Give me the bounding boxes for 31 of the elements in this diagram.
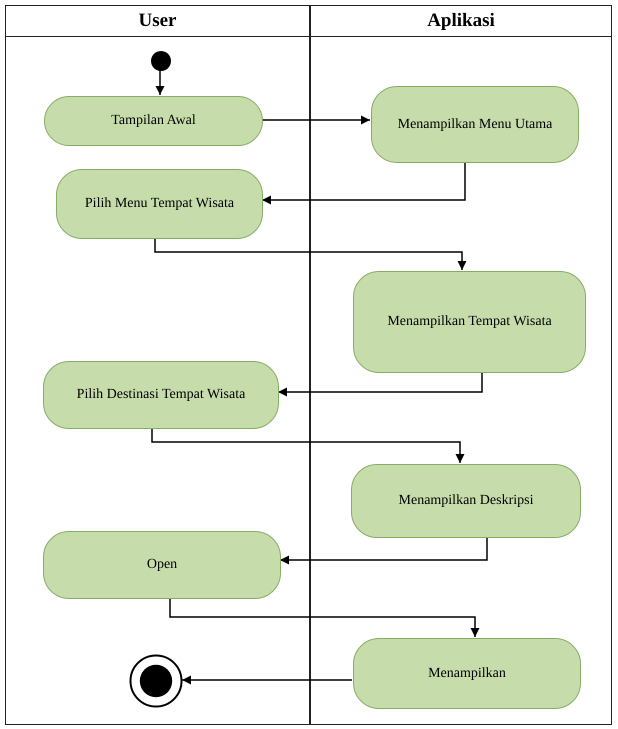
action-node	[371, 86, 579, 163]
action-label: Open	[146, 556, 178, 574]
control-flow-arrow	[182, 676, 352, 684]
action-label: Menampilkan Tempat Wisata	[387, 313, 552, 331]
control-flow-arrow	[280, 537, 488, 564]
action-node	[353, 638, 581, 709]
action-node	[351, 464, 581, 538]
lane-header: Aplikasi	[426, 9, 496, 33]
control-flow-arrow	[154, 238, 466, 270]
action-label: Menampilkan	[428, 664, 506, 682]
control-flow-arrow	[151, 428, 464, 463]
action-node	[43, 361, 279, 429]
swimlane	[310, 5, 612, 725]
action-node	[43, 531, 281, 599]
control-flow-arrow	[278, 372, 483, 396]
control-flow-arrow	[169, 598, 480, 637]
control-flow-arrow	[262, 116, 370, 124]
control-flow-arrow	[156, 70, 164, 95]
action-node	[56, 169, 263, 239]
action-label: Tampilan Awal	[111, 112, 196, 130]
initial-node	[151, 51, 171, 71]
action-label: Pilih Destinasi Tempat Wisata	[76, 386, 246, 404]
lane-header: User	[138, 9, 178, 33]
action-node	[353, 271, 586, 373]
action-label: Menampilkan Deskripsi	[398, 492, 534, 510]
control-flow-arrow	[262, 162, 466, 204]
swimlane	[5, 5, 310, 725]
action-label: Pilih Menu Tempat Wisata	[84, 195, 234, 213]
final-node	[129, 654, 183, 708]
action-node	[44, 96, 263, 146]
action-label: Menampilkan Menu Utama	[398, 116, 552, 134]
